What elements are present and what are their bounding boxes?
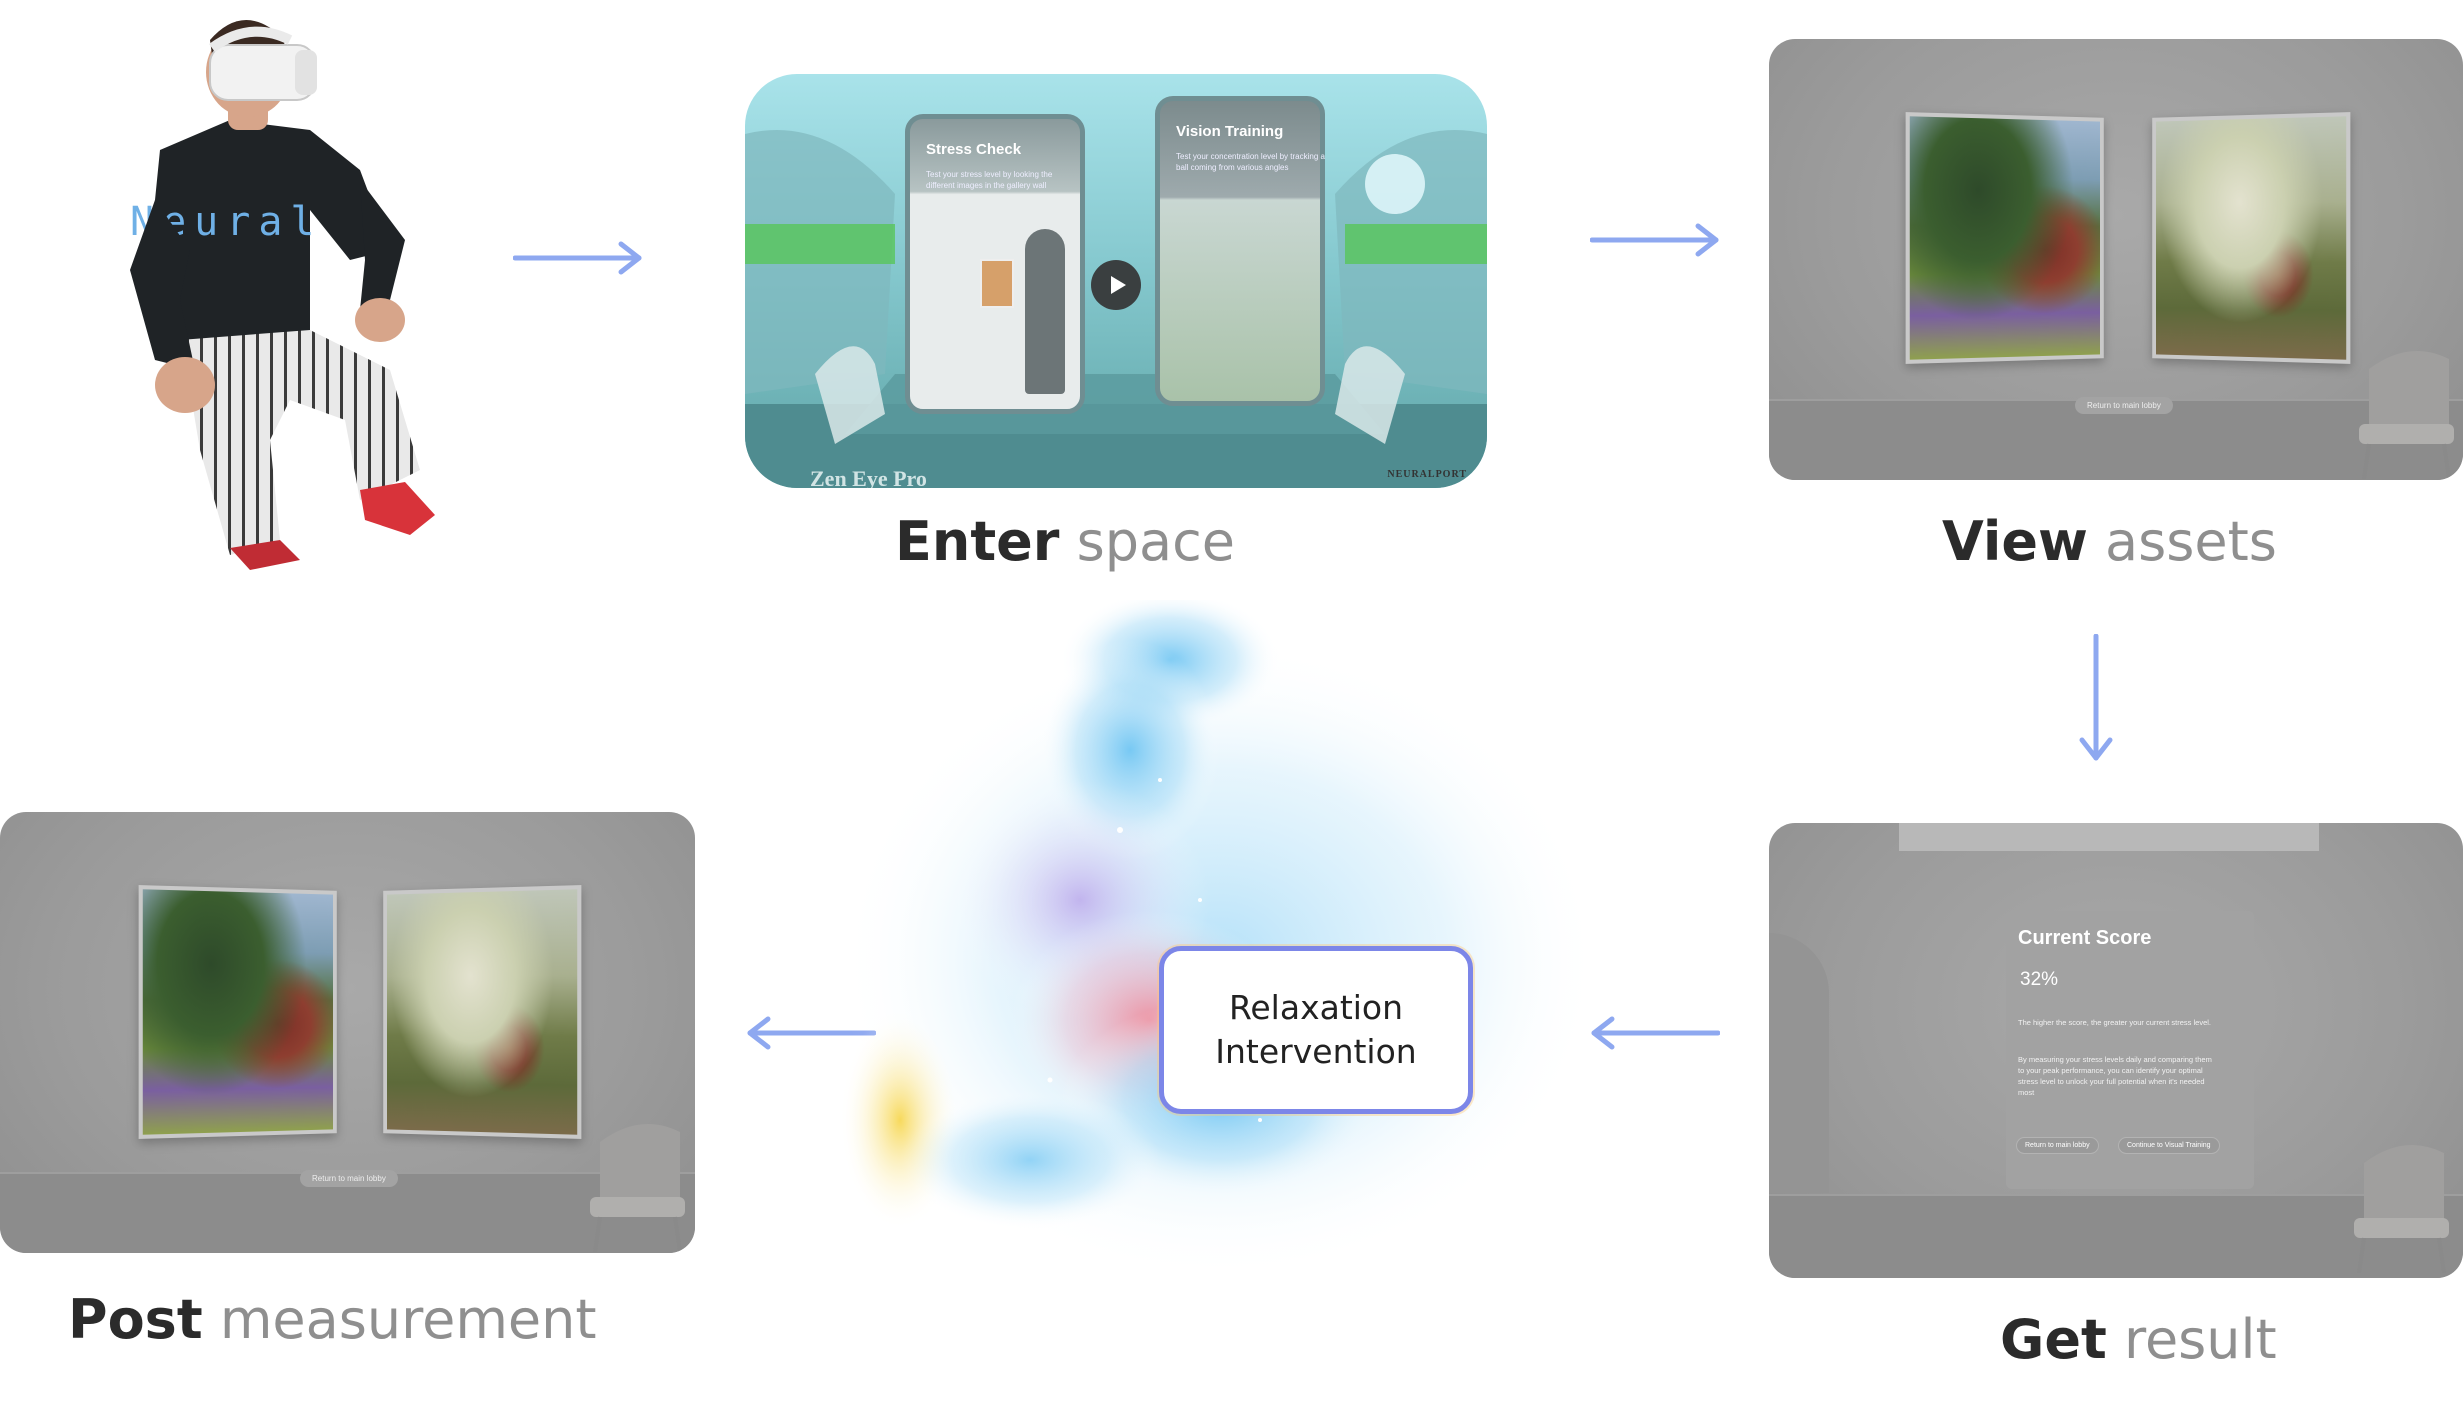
score-value: 32% bbox=[2020, 969, 2059, 990]
caption-light: space bbox=[1076, 510, 1235, 573]
arrow-right-2 bbox=[1590, 222, 1722, 258]
return-to-lobby-button[interactable]: Return to main lobby bbox=[300, 1170, 398, 1187]
caption-enter-space: Enter space bbox=[895, 510, 1235, 573]
get-result-screenshot: Current Score 32% The higher the score, … bbox=[1769, 823, 2463, 1278]
score-explanation: The higher the score, the greater your c… bbox=[2018, 1018, 2212, 1027]
caption-strong: Enter bbox=[895, 510, 1060, 573]
label-line-2: Intervention bbox=[1215, 1032, 1417, 1071]
ceiling-light bbox=[1899, 823, 2319, 851]
stress-check-title: Stress Check bbox=[926, 141, 1022, 158]
score-card: Current Score 32% The higher the score, … bbox=[2006, 911, 2254, 1189]
vision-training-panel[interactable]: Vision Training Test your concentration … bbox=[1155, 96, 1325, 406]
caption-strong: Post bbox=[68, 1288, 203, 1351]
arrow-right-1 bbox=[513, 240, 645, 276]
play-button[interactable] bbox=[1091, 260, 1141, 310]
painting-blossom-tree[interactable] bbox=[383, 885, 582, 1139]
view-assets-screenshot: Return to main lobby bbox=[1769, 39, 2463, 480]
neuralport-logo: NEURALPORT bbox=[1387, 469, 1467, 480]
painting-blossom-tree[interactable] bbox=[2152, 112, 2351, 364]
caption-light: result bbox=[2123, 1308, 2277, 1371]
play-icon bbox=[1111, 276, 1126, 294]
caption-get-result: Get result bbox=[2000, 1308, 2277, 1371]
silhouette bbox=[1025, 229, 1065, 394]
stress-check-text: Test your stress level by looking the di… bbox=[926, 170, 1053, 190]
caption-strong: Get bbox=[2000, 1308, 2107, 1371]
relaxation-intervention-label: Relaxation Intervention bbox=[1176, 986, 1456, 1074]
caption-light: measurement bbox=[219, 1288, 597, 1351]
return-to-lobby-button[interactable]: Return to main lobby bbox=[2016, 1137, 2099, 1154]
post-measurement-screenshot: Return to main lobby bbox=[0, 812, 695, 1253]
chair bbox=[590, 1124, 685, 1252]
zen-eye-pro-label: Zen Eye Pro bbox=[810, 466, 927, 488]
chair bbox=[2359, 351, 2454, 479]
arrow-left-1 bbox=[1588, 1015, 1720, 1051]
stress-check-panel[interactable]: Stress Check Test your stress level by l… bbox=[905, 114, 1085, 414]
vision-training-title: Vision Training bbox=[1176, 123, 1284, 140]
archway bbox=[1769, 933, 1829, 1193]
painting-forest[interactable] bbox=[1905, 112, 2104, 364]
result-room-floor bbox=[1769, 1194, 2463, 1278]
caption-strong: View bbox=[1942, 510, 2088, 573]
vision-training-text: Test your concentration level by trackin… bbox=[1176, 152, 1325, 172]
continue-visual-training-button[interactable]: Continue to Visual Training bbox=[2118, 1137, 2220, 1154]
vr-tunnel-background bbox=[745, 130, 1487, 488]
label-line-1: Relaxation bbox=[1228, 988, 1404, 1027]
current-score-title: Current Score bbox=[2018, 927, 2152, 949]
return-to-lobby-button[interactable]: Return to main lobby bbox=[2075, 397, 2173, 414]
arrow-down bbox=[2078, 634, 2114, 764]
person-with-vr-headset: Neural bbox=[60, 0, 440, 580]
caption-light: assets bbox=[2105, 510, 2277, 573]
score-advice: By measuring your stress levels daily an… bbox=[2018, 1055, 2212, 1097]
caption-post-measurement: Post measurement bbox=[68, 1288, 597, 1351]
caption-view-assets: View assets bbox=[1942, 510, 2277, 573]
vr-space-screenshot: Stress Check Test your stress level by l… bbox=[745, 74, 1487, 488]
painting-forest[interactable] bbox=[138, 885, 337, 1139]
relaxation-intervention-box: Relaxation Intervention bbox=[1159, 946, 1473, 1114]
gallery-painting-thumb bbox=[980, 259, 1014, 308]
chair bbox=[2354, 1145, 2449, 1273]
